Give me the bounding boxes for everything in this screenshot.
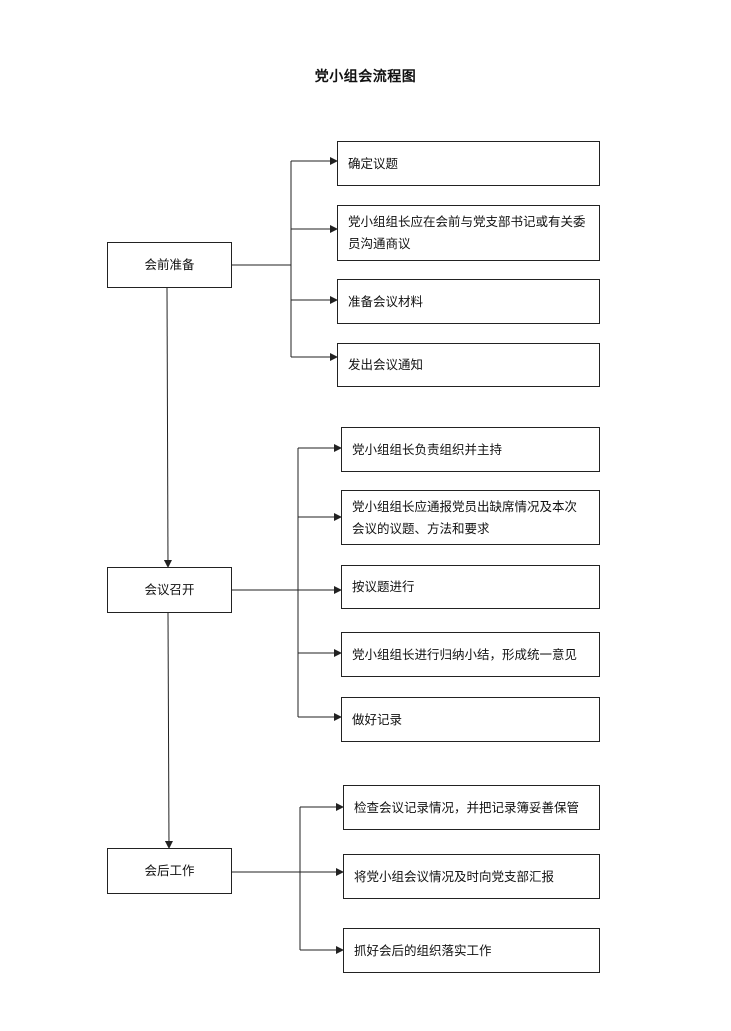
step-text: 按议题进行: [352, 579, 415, 594]
step-text: 党小组组长进行归纳小结，形成统一意见: [352, 646, 578, 662]
step-box: 确定议题: [337, 141, 600, 186]
stage-box-preparation: 会前准备: [107, 242, 232, 288]
flow-arrow-2: [164, 612, 173, 849]
step-box: 党小组组长进行归纳小结，形成统一意见: [341, 632, 600, 677]
step-text: 准备会议材料: [348, 293, 424, 309]
step-box: 抓好会后的组织落实工作: [343, 928, 600, 973]
step-box: 党小组组长负责组织并主持: [341, 427, 600, 472]
step-box: 做好记录: [341, 697, 600, 742]
step-text: 将党小组会议情况及时向党支部汇报: [354, 868, 555, 884]
stage-label: 会后工作: [144, 863, 195, 878]
step-text: 检查会议记录情况，并把记录簿妥善保管: [354, 799, 580, 815]
step-box: 检查会议记录情况，并把记录簿妥善保管: [343, 785, 600, 830]
step-text: 做好记录: [352, 711, 403, 727]
step-box: 准备会议材料: [337, 279, 600, 324]
stage-label: 会前准备: [144, 257, 195, 272]
step-text: 党小组组长应通报党员出缺席情况及本次会议的议题、方法和要求: [352, 498, 578, 536]
stage-box-followup: 会后工作: [107, 848, 232, 894]
step-text: 党小组组长应在会前与党支部书记或有关委员沟通商议: [348, 214, 586, 251]
step-box: 党小组组长应在会前与党支部书记或有关委员沟通商议: [337, 205, 600, 261]
stage-label: 会议召开: [144, 582, 195, 597]
step-text: 党小组组长负责组织并主持: [352, 441, 503, 457]
step-box: 党小组组长应通报党员出缺席情况及本次会议的议题、方法和要求: [341, 490, 600, 545]
diagram-title: 党小组会流程图: [314, 69, 417, 85]
step-text: 确定议题: [348, 155, 399, 171]
step-box: 按议题进行: [341, 565, 600, 609]
stage-box-meeting: 会议召开: [107, 567, 232, 613]
step-text: 抓好会后的组织落实工作: [354, 942, 492, 958]
step-text: 发出会议通知: [348, 357, 424, 372]
step-box: 将党小组会议情况及时向党支部汇报: [343, 854, 600, 899]
step-box: 发出会议通知: [337, 343, 600, 387]
flow-arrow-1: [163, 287, 172, 568]
